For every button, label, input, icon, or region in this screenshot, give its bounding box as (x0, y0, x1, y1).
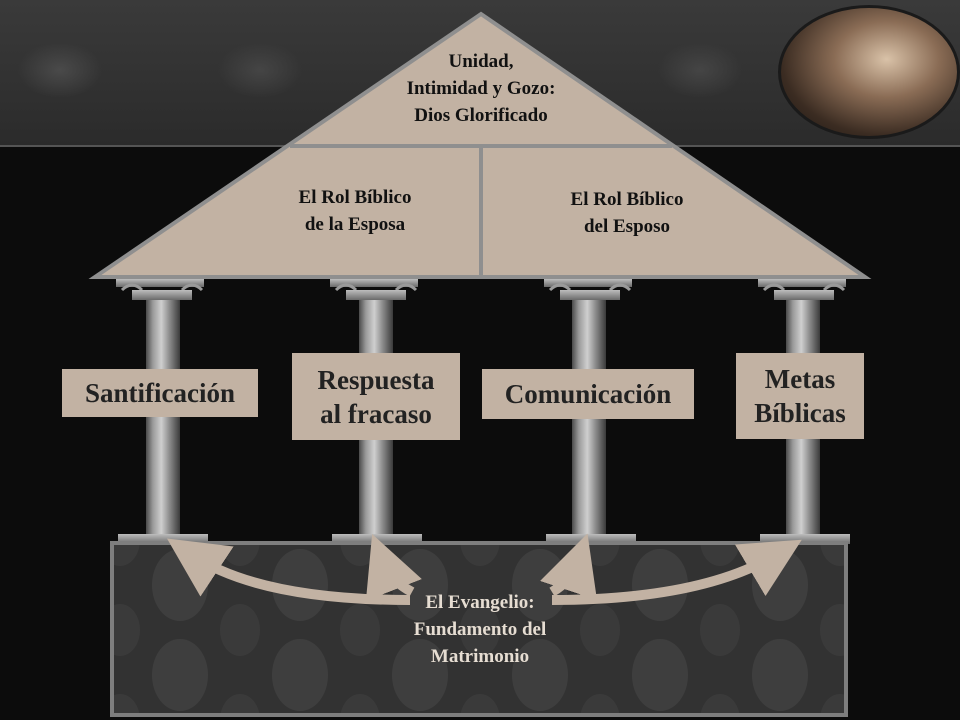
roof-top-line-3: Dios Glorificado (414, 105, 548, 126)
roof-top-text: Unidad, Intimidad y Gozo: Dios Glorifica… (366, 48, 596, 129)
foundation-line-1: El Evangelio: (425, 592, 535, 613)
pillar-label-comunicacion-text: Comunicación (504, 378, 672, 409)
roof-left-text: El Rol Bíblico de la Esposa (250, 184, 460, 238)
roof (88, 11, 872, 279)
pillar-label-metas-line-1: Metas (764, 364, 836, 394)
foundation-arrows (166, 533, 802, 605)
roof-right-line-2: del Esposo (583, 216, 671, 237)
roof-top-line-2: Intimidad y Gozo: (406, 78, 556, 99)
pillar-label-santificacion: Santificación (62, 369, 258, 417)
arrow-right-outer (551, 539, 802, 605)
arrow-left-inner (365, 534, 422, 601)
foundation-line-2: Fundamento del (413, 619, 547, 640)
couple-photo (778, 5, 960, 139)
pillar-label-respuesta-line-2: al fracaso (320, 398, 432, 429)
roof-left-line-1: El Rol Bíblico (298, 187, 412, 208)
pillar-label-santificacion-text: Santificación (84, 377, 235, 408)
column-1 (116, 279, 208, 544)
roof-top-line-1: Unidad, (448, 51, 514, 72)
foundation-line-3: Matrimonio (430, 646, 530, 667)
pillar-label-metas: Metas Bíblicas (736, 353, 864, 439)
roof-right-text: El Rol Bíblico del Esposo (522, 186, 732, 240)
pillar-label-metas-line-2: Bíblicas (754, 398, 846, 428)
foundation-text: El Evangelio: Fundamento del Matrimonio (360, 589, 600, 670)
arrow-right-inner (540, 533, 597, 600)
pillar-label-comunicacion: Comunicación (482, 369, 694, 419)
roof-left-line-2: de la Esposa (304, 214, 406, 235)
roof-right-line-1: El Rol Bíblico (570, 189, 684, 210)
pillar-label-respuesta-line-1: Respuesta (317, 364, 435, 395)
pillar-label-respuesta: Respuesta al fracaso (292, 353, 460, 440)
